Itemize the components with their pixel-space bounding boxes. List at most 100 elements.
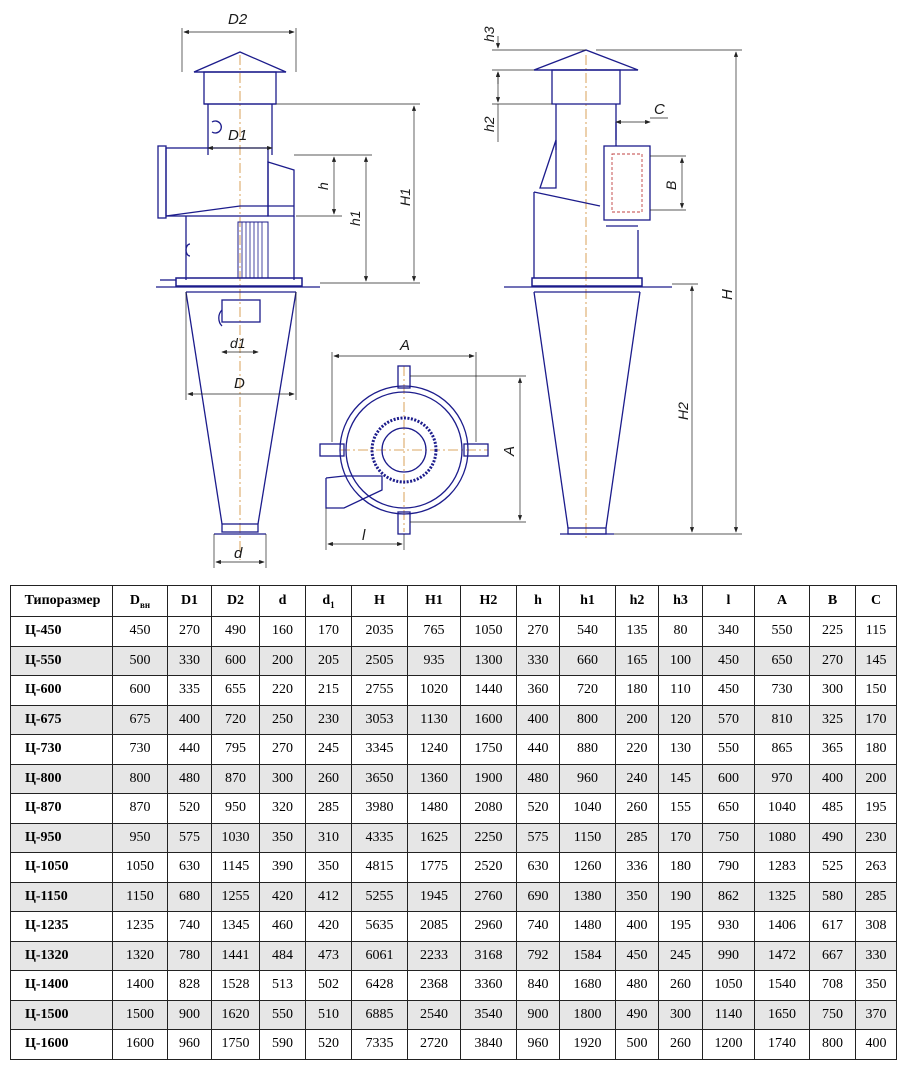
table-cell: 4335 [351,822,408,853]
table-cell: 165 [615,645,659,676]
table-cell: 630 [516,852,560,883]
table-cell: 520 [516,793,560,824]
column-header: d1 [305,585,352,617]
table-cell: 490 [211,616,260,647]
table-cell: 900 [516,999,560,1030]
table-cell: 260 [658,970,703,1001]
table-cell: 195 [855,793,897,824]
table-cell: 400 [615,911,659,942]
table-cell: 145 [658,763,703,794]
table-cell: 880 [559,734,616,765]
table-cell: 650 [754,645,810,676]
table-cell: 350 [615,881,659,912]
table-cell: 245 [658,940,703,971]
label-d: d [234,545,243,562]
front-view [156,51,320,560]
label-C: C [654,101,665,118]
table-cell: 330 [855,940,897,971]
label-B: B [663,181,679,190]
table-cell: 230 [855,822,897,853]
table-cell: 870 [112,793,168,824]
table-cell: 285 [305,793,352,824]
label-A-top: A [399,337,410,354]
table-cell: 1540 [754,970,810,1001]
table-cell: 708 [809,970,856,1001]
table-cell: 655 [211,675,260,706]
table-cell: 7335 [351,1029,408,1060]
table-cell: 1150 [559,822,616,853]
table-cell: 450 [702,675,755,706]
table-cell: 240 [615,763,659,794]
column-header: C [855,585,897,617]
model-name-cell: Ц-1150 [10,881,113,912]
column-header: H [351,585,408,617]
table-cell: 1260 [559,852,616,883]
table-cell: 2085 [407,911,461,942]
table-cell: 1130 [407,704,461,735]
table-cell: 150 [855,675,897,706]
table-cell: 200 [855,763,897,794]
table-cell: 270 [809,645,856,676]
table-cell: 510 [305,999,352,1030]
label-D1: D1 [228,127,247,144]
table-cell: 170 [855,704,897,735]
table-cell: 225 [809,616,856,647]
table-cell: 135 [615,616,659,647]
table-cell: 2960 [460,911,517,942]
table-cell: 370 [855,999,897,1030]
table-cell: 484 [259,940,306,971]
table-cell: 780 [167,940,212,971]
table-cell: 1945 [407,881,461,912]
table-cell: 1775 [407,852,461,883]
table-cell: 960 [559,763,616,794]
table-cell: 350 [259,822,306,853]
table-cell: 800 [809,1029,856,1060]
table-cell: 200 [615,704,659,735]
table-cell: 80 [658,616,703,647]
table-cell: 180 [615,675,659,706]
table-cell: 720 [559,675,616,706]
table-cell: 1145 [211,852,260,883]
table-cell: 190 [658,881,703,912]
table-cell: 617 [809,911,856,942]
table-cell: 520 [167,793,212,824]
table-cell: 460 [259,911,306,942]
side-dimensions [492,36,742,535]
column-header: Типоразмер [10,585,113,617]
model-name-cell: Ц-950 [10,822,113,853]
table-cell: 1750 [460,734,517,765]
table-cell: 310 [305,822,352,853]
label-h3: h3 [481,26,497,42]
table-cell: 3980 [351,793,408,824]
label-H2: H2 [675,402,691,420]
table-cell: 1400 [112,970,168,1001]
table-cell: 930 [702,911,755,942]
table-cell: 1150 [112,881,168,912]
table-cell: 1050 [702,970,755,1001]
table-cell: 263 [855,852,897,883]
table-cell: 935 [407,645,461,676]
table-cell: 790 [702,852,755,883]
table-cell: 1300 [460,645,517,676]
table-cell: 1500 [112,999,168,1030]
table-cell: 440 [167,734,212,765]
table-cell: 690 [516,881,560,912]
table-cell: 1750 [211,1029,260,1060]
table-cell: 740 [167,911,212,942]
table-cell: 160 [259,616,306,647]
table-cell: 260 [305,763,352,794]
side-view [504,49,672,540]
column-header: d [259,585,306,617]
table-cell: 502 [305,970,352,1001]
table-cell: 270 [167,616,212,647]
table-cell: 250 [259,704,306,735]
table-cell: 220 [615,734,659,765]
table-cell: 1440 [460,675,517,706]
table-cell: 420 [259,881,306,912]
table-cell: 220 [259,675,306,706]
model-name-cell: Ц-675 [10,704,113,735]
